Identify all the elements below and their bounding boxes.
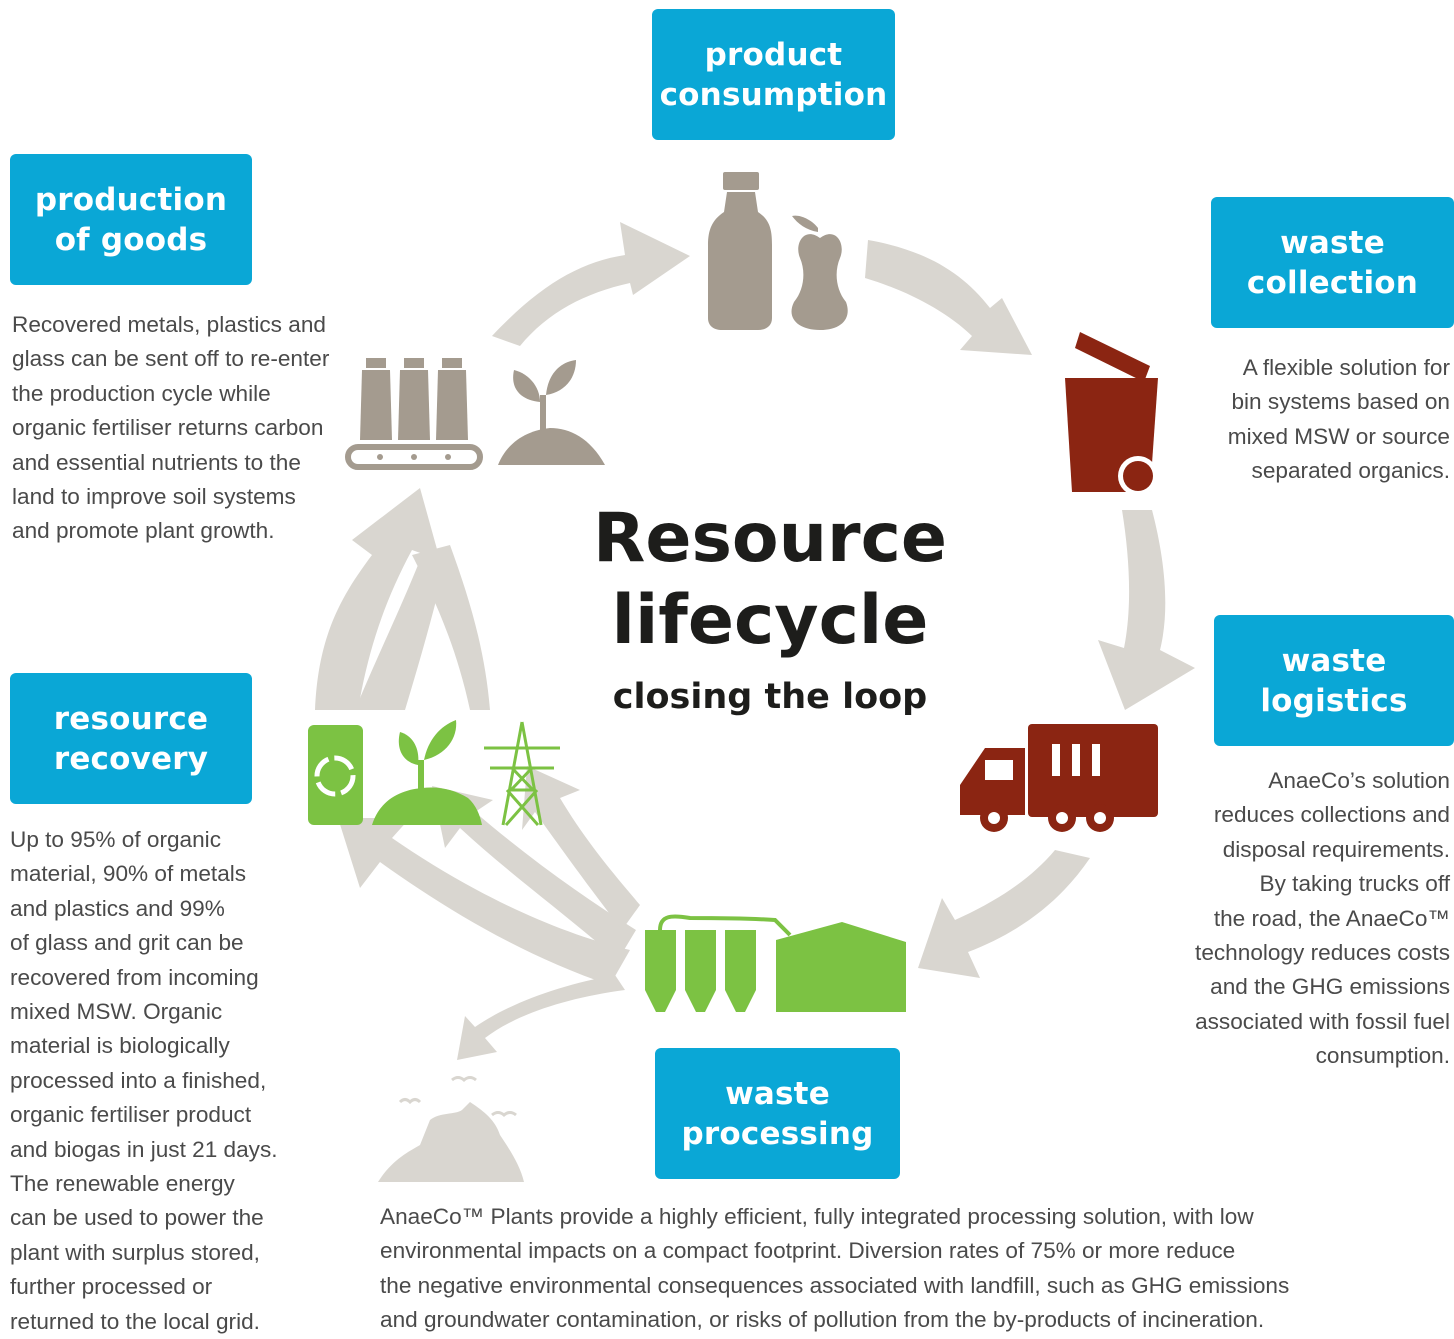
cycle-arrows <box>315 222 1195 1060</box>
waste-processing-description: AnaeCo™ Plants provide a highly efficien… <box>380 1204 1290 1333</box>
processing-plant-icon <box>645 914 906 1012</box>
resource-recovery-box: resource recovery <box>10 673 252 804</box>
title-lifecycle: lifecycle <box>611 581 929 660</box>
waste-logistics-description: AnaeCo’s solution reduces collections an… <box>1195 768 1450 1069</box>
production-of-goods-box: production of goods <box>10 154 252 285</box>
arrow-recovery-to-production <box>315 488 440 710</box>
arrow-recovery-to-production-b <box>355 560 440 710</box>
garbage-truck-icon <box>960 724 1158 832</box>
title-resource: Resource <box>592 499 948 578</box>
arrow-processing-to-pylon <box>522 766 640 930</box>
arrow-collection-to-logistics <box>1098 510 1195 710</box>
wheelie-bin-icon <box>1065 332 1158 496</box>
apple-core-icon <box>791 215 848 330</box>
arrow-production-to-consumption <box>492 222 690 346</box>
waste-processing-box: waste processing <box>655 1048 900 1179</box>
waste-logistics-box: waste logistics <box>1214 615 1454 746</box>
arrow-processing-to-seedling <box>432 786 636 960</box>
bottle-icon <box>708 172 772 330</box>
title-subtitle: closing the loop <box>612 677 928 717</box>
power-pylon-icon <box>484 721 560 826</box>
arrow-processing-to-can <box>338 818 630 985</box>
landfill-icon <box>378 1076 524 1182</box>
waste-collection-box: waste collection <box>1211 197 1454 328</box>
arrow-consumption-to-collection <box>865 240 1032 355</box>
arrow-processing-to-landfill <box>457 975 625 1060</box>
production-of-goods-description: Recovered metals, plastics and glass can… <box>12 312 330 544</box>
waste-collection-description: A flexible solution for bin systems base… <box>1227 355 1450 484</box>
arrow-logistics-to-processing <box>918 850 1090 978</box>
product-consumption-box: product consumption <box>652 9 895 140</box>
sprout-icon <box>498 360 605 465</box>
arrow-recovery-to-production-c <box>412 545 490 710</box>
seedling-icon <box>372 720 482 825</box>
resource-recovery-description: Up to 95% of organic material, 90% of me… <box>10 827 278 1334</box>
recycle-can-icon <box>308 725 363 825</box>
conveyor-bottles-icon <box>345 358 483 470</box>
